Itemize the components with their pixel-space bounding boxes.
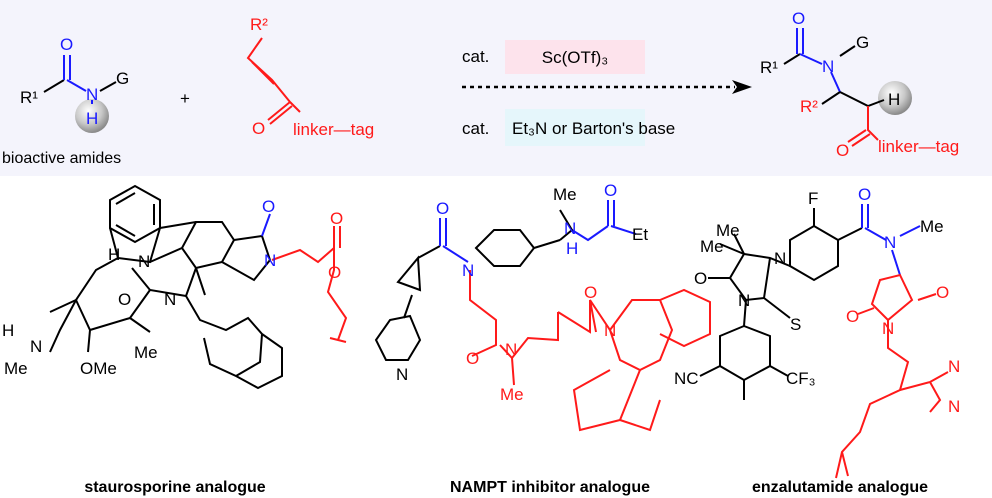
o-atom: O [858,185,871,204]
base-label: Et₃N or Barton's base [512,119,675,138]
base-box [505,109,645,146]
o-atom: O [836,141,849,160]
g-label: G [856,33,869,52]
n-atom: N [948,397,960,416]
o-atom: O [936,283,949,302]
acid-label: Sc(OTf)₃ [542,48,608,67]
n-atom: N [505,340,517,359]
o-atom: O [584,283,597,302]
me-label: Me [716,221,740,240]
h-atom: H [108,245,120,264]
o-atom: O [436,199,449,218]
me-label: Me [920,217,944,236]
n-atom: N [30,337,42,356]
product: O R¹ N G H R² O linker—tag [760,9,959,160]
caption-staurosporine: staurosporine analogue [84,479,265,496]
conditions: cat. Sc(OTf)₃ cat. Et₃N or Barton's base [462,40,752,146]
o-ester-atom: O [328,263,341,282]
o-atom: O [466,349,479,368]
s-atom: S [790,315,801,334]
g-label: G [116,69,129,88]
amide-reactant: R¹ O N H G bioactive amides [2,35,129,167]
n-atom: N [164,290,176,309]
amide-caption: bioactive amides [2,150,121,167]
nc-label: NC [674,369,699,388]
n-atom: N [604,321,616,340]
n-atom: N [138,252,150,271]
n-atom: N [86,85,98,104]
n-atom: N [738,291,750,310]
o-atom: O [60,35,73,54]
n-atom: N [564,219,576,238]
et-label: Et [632,225,648,244]
n-pyridine-atom: N [396,365,408,384]
h-atom: H [888,90,900,109]
n-atom: N [948,357,960,376]
me-label: Me [553,185,577,204]
me-label: Me [500,385,524,404]
arrow-head-icon [732,80,752,94]
caption-enzalutamide: enzalutamide analogue [752,479,928,496]
cat-top-label: cat. [462,47,489,66]
r1-label: R¹ [20,88,38,107]
o-atom: O [846,307,859,326]
h-atom: H [86,109,98,128]
o-atom: O [694,269,707,288]
me-label: Me [700,237,724,256]
cf3-label: CF₃ [786,369,816,388]
me-label: Me [4,359,28,378]
h-sphere-icon [75,99,109,133]
n-atom: N [882,319,894,338]
o-atom: O [604,181,617,200]
acid-box [505,40,645,74]
f-atom: F [808,189,818,208]
me-label: Me [134,343,158,362]
o-ester-atom: O [330,209,343,228]
staurosporine-analogue: H N N O O N O O H N Me OMe Me staurospor… [2,184,348,496]
acceptor-reactant: R² O linker—tag [246,15,374,139]
nampt-inhibitor-analogue: O N Me N H O Et N O N Me O N NAMPT inhib… [374,181,711,496]
linker-tag-label: linker—tag [293,120,374,139]
linker-tag-label: linker—tag [878,137,959,156]
r2-label: R² [800,97,818,116]
o-atom: O [252,119,265,138]
o-ring-atom: O [118,290,131,309]
r2-label: R² [250,15,268,34]
h-atom: H [566,239,578,258]
plus-sign: + [180,89,190,108]
n-atom: N [774,249,786,268]
ome-label: OMe [80,359,117,378]
o-atom: O [792,9,805,28]
h-atom: H [2,321,14,340]
enzalutamide-analogue: F O N Me Me Me O N N S NC CF₃ O O N N N … [674,185,960,496]
n-atom: N [822,57,834,76]
n-amide-atom: N [264,251,276,270]
h-sphere-icon [878,81,912,115]
n-atom: N [884,233,896,252]
cat-bottom-label: cat. [462,119,489,138]
n-amide-atom: N [462,261,474,280]
r1-label: R¹ [760,58,778,77]
o-carbonyl-atom: O [262,197,275,216]
caption-nampt: NAMPT inhibitor analogue [450,479,650,496]
